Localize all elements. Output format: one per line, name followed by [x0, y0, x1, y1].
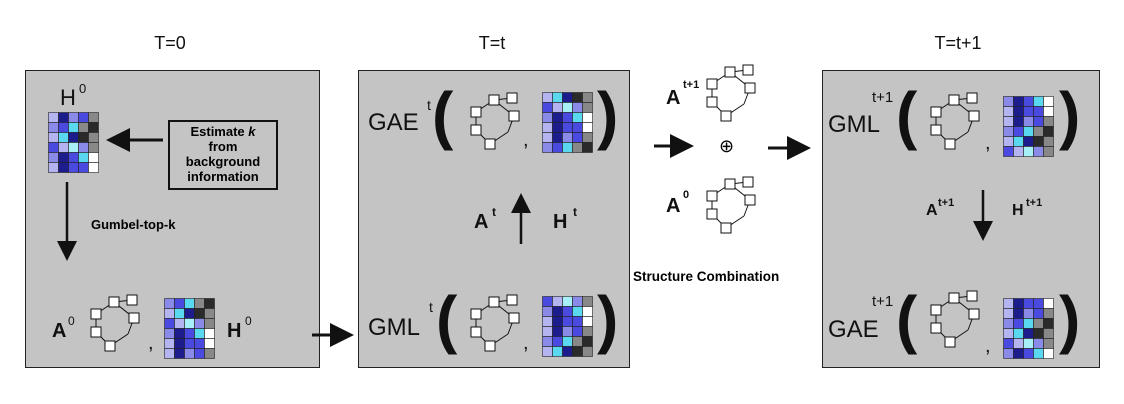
ht-sup: t: [573, 205, 577, 219]
oplus-symbol: ⊕: [719, 136, 735, 156]
open-paren-p1-top: (: [432, 79, 454, 151]
at1-label-p2: A: [926, 202, 938, 219]
title-tt: T=t: [478, 33, 506, 53]
comma-p1-top: ,: [523, 129, 529, 151]
title-t0: T=0: [154, 33, 186, 53]
at1-sup-p2: t+1: [938, 197, 955, 209]
at1-label-middle: A: [666, 87, 681, 109]
h0-sup: 0: [79, 81, 87, 96]
estimate-line1: Estimate: [190, 124, 245, 139]
matrix-cell: [1043, 146, 1054, 157]
gml-label-p2: GML: [828, 111, 881, 138]
close-paren-p1-bottom: ): [597, 283, 619, 355]
a0-sup: 0: [68, 314, 75, 328]
close-paren-p1-top: ): [597, 79, 619, 151]
h0b-sup: 0: [245, 314, 252, 328]
graph-icon-p2-top: [930, 92, 980, 150]
open-paren-p2-top: (: [896, 79, 918, 151]
feature-matrix-p2-bottom: [1003, 298, 1054, 364]
gae-label-p1: GAE: [368, 109, 419, 136]
feature-matrix-p2-top: [1003, 96, 1054, 162]
gml-sup-p2: t+1: [872, 89, 894, 106]
matrix-cell: [582, 142, 593, 153]
estimate-background: background: [185, 153, 261, 169]
gml-label-p1: GML: [368, 314, 421, 341]
title-tt1: T=t+1: [934, 33, 982, 53]
estimate-k-box: Estimate k from background information: [168, 120, 278, 190]
structure-combination-label: Structure Combination: [633, 269, 780, 284]
gae-sup-p1: t: [427, 97, 431, 113]
graph-icon-a0-middle: [706, 176, 756, 234]
ht1-label-p2: H: [1012, 202, 1024, 219]
graph-icon-a0: [90, 294, 140, 352]
gumbel-top-k-label: Gumbel-top-k: [91, 217, 176, 232]
ht-label: H: [553, 211, 568, 233]
feature-matrix-h0: [48, 112, 99, 178]
h0b-label: H: [227, 320, 242, 342]
h0-label: H: [60, 85, 76, 110]
close-paren-p2-bottom: ): [1059, 283, 1081, 355]
graph-icon-p1-top: [470, 92, 520, 150]
estimate-k: k: [248, 124, 256, 139]
graph-icon-p1-bottom: [470, 294, 520, 352]
feature-matrix-p1-bottom: [542, 296, 593, 362]
open-paren-p2-bottom: (: [896, 283, 918, 355]
graph-icon-p2-bottom: [930, 290, 980, 348]
gae-sup-p2: t+1: [872, 293, 894, 310]
comma-p2-bottom: ,: [985, 335, 991, 357]
matrix-cell: [582, 346, 593, 357]
a0-sup-middle: 0: [683, 189, 690, 201]
feature-matrix-h0-bottom: [164, 298, 215, 364]
feature-matrix-p1-top: [542, 92, 593, 158]
estimate-information: information: [187, 168, 259, 184]
matrix-cell: [204, 348, 215, 359]
matrix-cell: [1043, 348, 1054, 359]
comma-p0: ,: [148, 332, 154, 354]
matrix-cell: [88, 162, 99, 173]
comma-p2-top: ,: [985, 132, 991, 154]
gml-sup-p1: t: [429, 299, 433, 315]
comma-p1-bottom: ,: [523, 332, 529, 354]
at-sup: t: [492, 205, 496, 219]
ht1-sup-p2: t+1: [1026, 197, 1043, 209]
close-paren-p2-top: ): [1059, 79, 1081, 151]
open-paren-p1-bottom: (: [436, 283, 458, 355]
at-label: A: [474, 211, 489, 233]
estimate-from: from: [208, 138, 238, 154]
a0-label-middle: A: [666, 195, 681, 217]
graph-icon-at1-middle: [706, 64, 756, 122]
at1-sup-middle: t+1: [683, 79, 700, 91]
a0-label: A: [52, 320, 67, 342]
gae-label-p2: GAE: [828, 316, 879, 343]
